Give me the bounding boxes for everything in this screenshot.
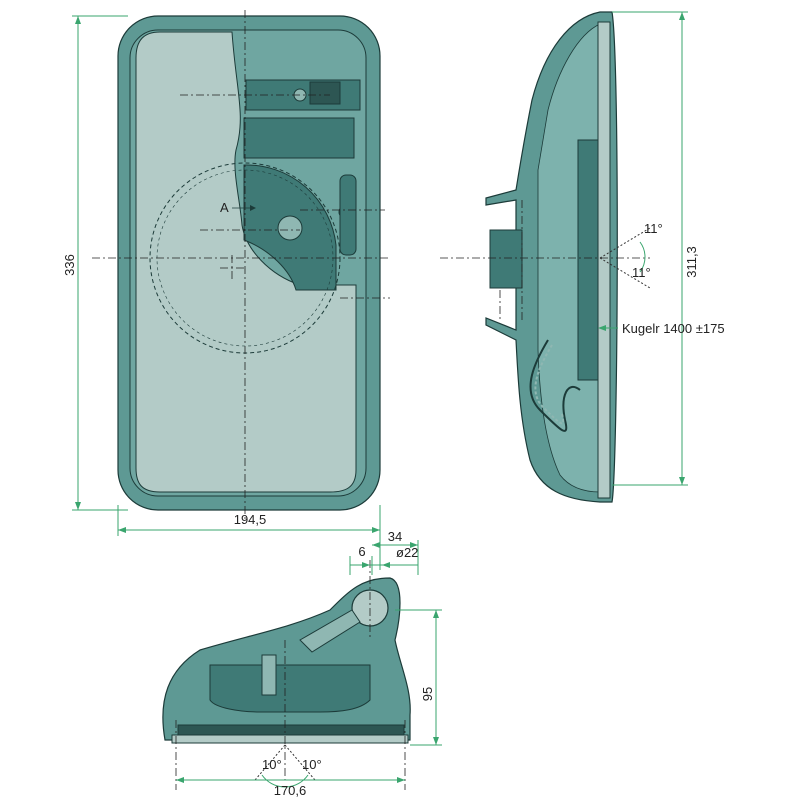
width-front-label: 194,5	[234, 512, 267, 527]
width-bottom-label: 170,6	[274, 783, 307, 798]
height-bottom-label: 95	[420, 687, 435, 701]
bottom-view	[162, 560, 411, 790]
front-bracket-right	[339, 174, 357, 256]
angle-left-label: 10°	[262, 757, 282, 772]
side-view	[440, 11, 651, 503]
front-view: A	[92, 10, 390, 520]
angle-bottom-label: 11°	[632, 265, 651, 280]
front-mechanism-spring	[309, 81, 341, 105]
dim-34-label: 34	[388, 529, 402, 544]
angle-right-label: 10°	[302, 757, 322, 772]
bottom-glass	[171, 734, 409, 744]
height-front-label: 336	[62, 254, 77, 276]
front-dimensions: 336 194,5	[62, 15, 381, 570]
impact-note-label: Kugelr 1400 ±175	[622, 321, 725, 336]
bottom-dimensions: 6 ø22 34 95 10° 10° 170,6	[176, 529, 442, 798]
dim-diameter-label: ø22	[396, 545, 418, 560]
bottom-inner-body	[209, 664, 371, 713]
side-plate	[577, 139, 599, 381]
front-mechanism-mid	[243, 117, 355, 159]
bottom-base-plate	[177, 724, 405, 736]
side-mount-block	[489, 229, 523, 289]
detail-marker-a: A	[220, 200, 229, 215]
front-adjust-circle	[277, 215, 303, 241]
side-dimensions: 311,3 11° 11° Kugelr 1400 ±175	[598, 11, 725, 486]
front-glass-light-area	[135, 31, 357, 493]
side-cable	[529, 339, 581, 432]
angle-top-label: 11°	[644, 221, 663, 236]
height-side-label: 311,3	[684, 246, 699, 278]
dim-6-label: 6	[358, 544, 365, 559]
bottom-shaft	[261, 654, 277, 696]
bottom-arm	[299, 609, 361, 653]
